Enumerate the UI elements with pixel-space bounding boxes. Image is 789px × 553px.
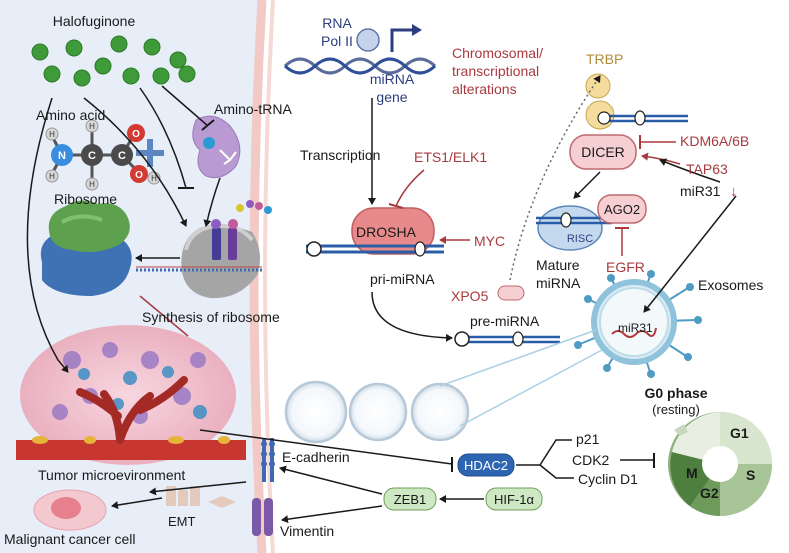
egfr-label: EGFR — [606, 259, 645, 275]
dna-helix-icon — [283, 57, 437, 75]
plus-icon — [136, 139, 164, 167]
chromosomal-label-1: Chromosomal/ — [452, 45, 543, 61]
kdm6a-label: KDM6A/6B — [680, 133, 749, 149]
halofuginone-label: Halofuginone — [53, 13, 136, 29]
g2-label: G2 — [700, 485, 719, 501]
exosome-vesicle — [574, 270, 702, 378]
pre-mirna-hairpin — [454, 331, 560, 347]
e-cadherin-icon — [261, 438, 275, 482]
synthesis-of-ribosome-label: Synthesis of ribosome — [142, 309, 280, 325]
svg-text:O: O — [135, 170, 143, 181]
cdk2-label: CDK2 — [572, 452, 610, 468]
svg-text:O: O — [132, 129, 140, 140]
resting-label: (resting) — [652, 402, 700, 417]
chromosomal-label-3: alterations — [452, 81, 517, 97]
chromosomal-label-2: transcriptional — [452, 63, 539, 79]
ets1-elk1-label: ETS1/ELK1 — [414, 149, 487, 165]
svg-text:C: C — [88, 150, 96, 162]
mir31-exosome-label: miR31 — [618, 321, 653, 335]
m-label: M — [686, 465, 698, 481]
drosha-complex — [306, 207, 444, 257]
rna-pol-label-2: Pol II — [321, 33, 353, 49]
amino-acid-molecule: N C C O O H H H H H — [45, 119, 161, 191]
ribosome-synthesis-icon — [136, 200, 272, 299]
connectors — [26, 75, 737, 524]
mature-mirna-label-2: miRNA — [536, 275, 581, 291]
trbp-label: TRBP — [586, 51, 623, 67]
tumor-microenvironment-label: Tumor microevironment — [38, 467, 185, 483]
mir31-down-icon: ↓ — [730, 183, 738, 200]
svg-text:N: N — [58, 150, 66, 162]
svg-text:H: H — [151, 174, 157, 183]
e-cadherin-label: E-cadherin — [282, 449, 350, 465]
vesicles — [284, 329, 603, 444]
drosha-label: DROSHA — [356, 224, 417, 240]
xpo5-label: XPO5 — [451, 288, 489, 304]
svg-text:C: C — [118, 150, 126, 162]
pre-mirna-label: pre-miRNA — [470, 313, 540, 329]
cell-cycle-wheel — [668, 412, 772, 516]
hif1a-box — [485, 487, 543, 511]
mirna-gene-label-1: miRNA — [370, 71, 415, 87]
risc-label: RISC — [567, 233, 593, 245]
trbp-dicer-complex — [569, 73, 688, 170]
zeb1-box — [383, 487, 437, 511]
dicer-label: DICER — [581, 144, 625, 160]
emt-cells-icon — [166, 486, 236, 508]
halofuginone-molecules — [31, 35, 196, 87]
ago2-label: AGO2 — [604, 202, 640, 217]
risc-complex — [536, 194, 647, 251]
p21-label: p21 — [576, 431, 600, 447]
amino-acid-label: Amino acid — [36, 107, 105, 123]
malignant-cancer-cell-label: Malignant cancer cell — [4, 531, 136, 547]
transcription-label: Transcription — [300, 147, 380, 163]
xpo5-icon — [497, 285, 525, 301]
vimentin-icon — [252, 498, 273, 536]
svg-text:H: H — [89, 180, 95, 189]
exosomes-label: Exosomes — [698, 277, 763, 293]
g0-phase-label: G0 phase — [644, 385, 707, 401]
zeb1-label: ZEB1 — [394, 492, 427, 507]
amino-trna-label: Amino-tRNA — [214, 101, 292, 117]
mature-mirna-label-1: Mature — [536, 257, 580, 273]
s-label: S — [746, 467, 755, 483]
cyclin-d1-label: Cyclin D1 — [578, 471, 638, 487]
hif1a-label: HIF-1α — [494, 492, 535, 507]
malignant-cancer-cell-icon — [33, 489, 107, 531]
ribosome-icon — [40, 200, 132, 296]
emt-label: EMT — [168, 514, 196, 529]
hdac2-box — [457, 453, 515, 477]
svg-text:H: H — [49, 130, 55, 139]
svg-text:H: H — [49, 172, 55, 181]
pri-mirna-label: pri-miRNA — [370, 271, 435, 287]
ribosome-label: Ribosome — [54, 191, 117, 207]
hdac2-label: HDAC2 — [464, 458, 508, 473]
mirna-gene-label-2: gene — [376, 89, 407, 105]
rna-pol-ii-icon — [356, 24, 422, 52]
tumor-microenvironment-icon — [16, 325, 246, 465]
text-labels: Halofuginone Amino acid Amino-tRNA Ribos… — [4, 13, 763, 547]
amino-trna-icon — [192, 115, 241, 179]
g1-label: G1 — [730, 425, 749, 441]
svg-text:H: H — [89, 122, 95, 131]
vimentin-label: Vimentin — [280, 523, 334, 539]
myc-label: MYC — [474, 233, 505, 249]
tap63-label: TAP63 — [686, 161, 728, 177]
mir31-label: miR31 — [680, 183, 721, 199]
rna-pol-label-1: RNA — [322, 15, 352, 31]
